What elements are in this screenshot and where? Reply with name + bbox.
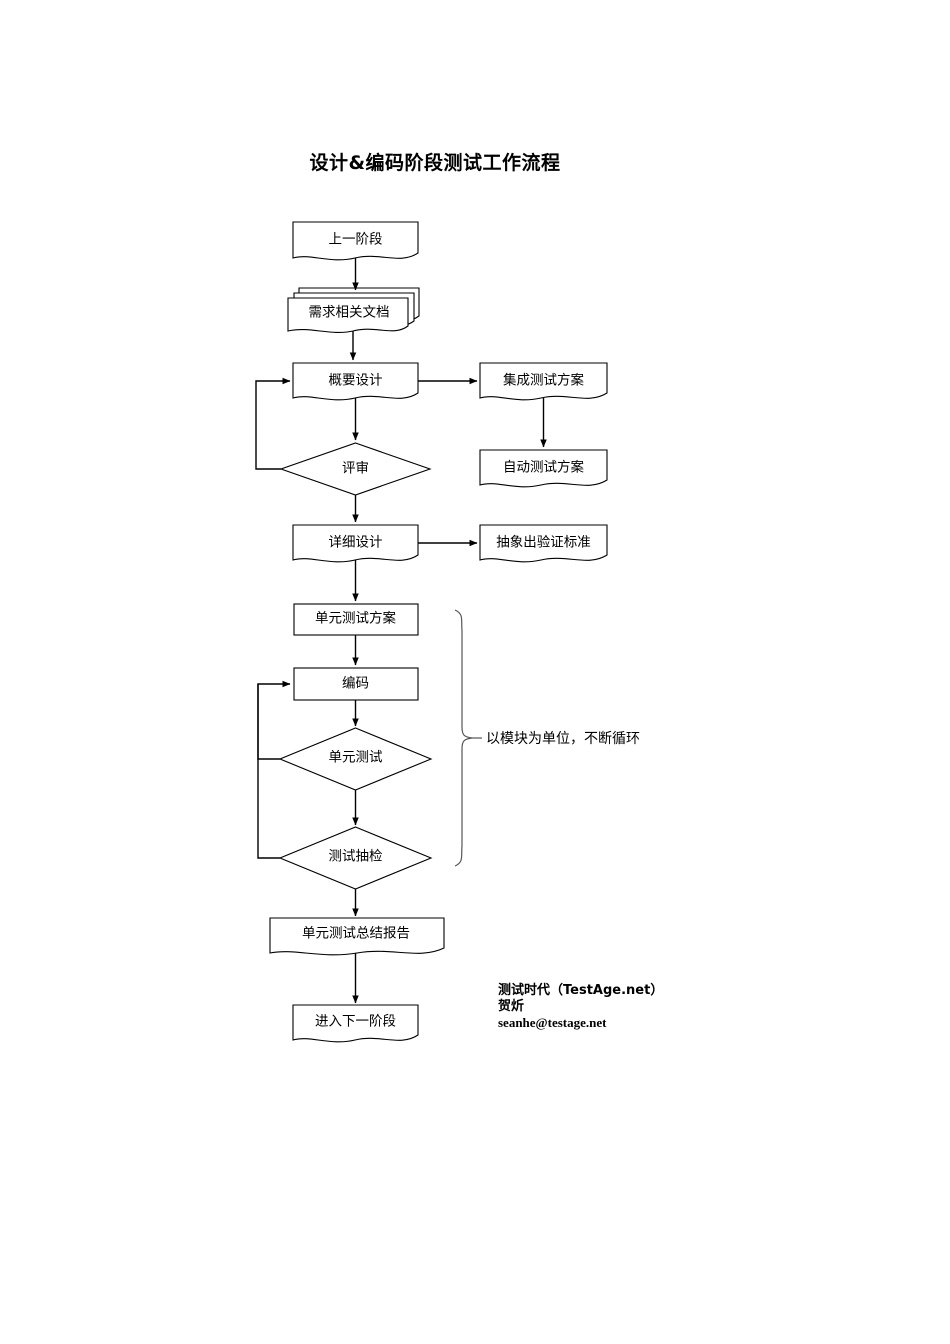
node-label-detail-design: 详细设计	[328, 534, 383, 551]
loop-brace-icon	[454, 609, 473, 867]
node-label-unit-test: 单元测试	[328, 749, 383, 766]
node-label-coding: 编码	[342, 675, 369, 692]
loop-annotation-label: 以模块为单位，不断循环	[486, 731, 640, 747]
edge-review-loopback-outline	[255, 377, 291, 470]
page-title: 设计&编码阶段测试工作流程	[309, 152, 561, 174]
signature-organization: 测试时代（TestAge.net）	[498, 983, 664, 998]
node-detail-design-shape	[292, 524, 419, 563]
node-unit-test-plan-shape	[293, 603, 419, 636]
node-auto-test-plan-shape	[479, 449, 608, 488]
signature-block: 测试时代（TestAge.net） 贺炘 seanhe@testage.net	[498, 983, 663, 1031]
node-unit-summary-shape	[269, 917, 445, 956]
node-prev-phase-shape	[292, 221, 419, 261]
node-outline-design-shape	[292, 362, 419, 401]
node-integration-plan-shape	[479, 362, 608, 401]
node-coding-shape	[293, 667, 419, 701]
signature-author: 贺炘	[498, 999, 525, 1014]
node-label-outline-design: 概要设计	[328, 372, 383, 389]
node-label-review: 评审	[342, 460, 369, 477]
node-label-integration-plan: 集成测试方案	[503, 372, 584, 389]
node-label-verify-criteria: 抽象出验证标准	[496, 534, 591, 551]
signature-email: seanhe@testage.net	[498, 1015, 607, 1030]
node-label-unit-summary: 单元测试总结报告	[302, 925, 410, 942]
node-label-prev-phase: 上一阶段	[328, 231, 383, 248]
edge-sampling-loopback-coding	[257, 684, 280, 859]
node-verify-criteria-shape	[479, 524, 608, 563]
node-label-next-phase: 进入下一阶段	[315, 1013, 396, 1030]
edge-unittest-loopback-coding	[257, 680, 291, 760]
node-label-req-docs: 需求相关文档	[308, 304, 390, 321]
node-label-test-sampling: 测试抽检	[328, 848, 383, 865]
node-label-unit-test-plan: 单元测试方案	[315, 610, 396, 627]
node-next-phase-shape	[292, 1004, 419, 1043]
node-label-auto-test-plan: 自动测试方案	[503, 459, 584, 476]
